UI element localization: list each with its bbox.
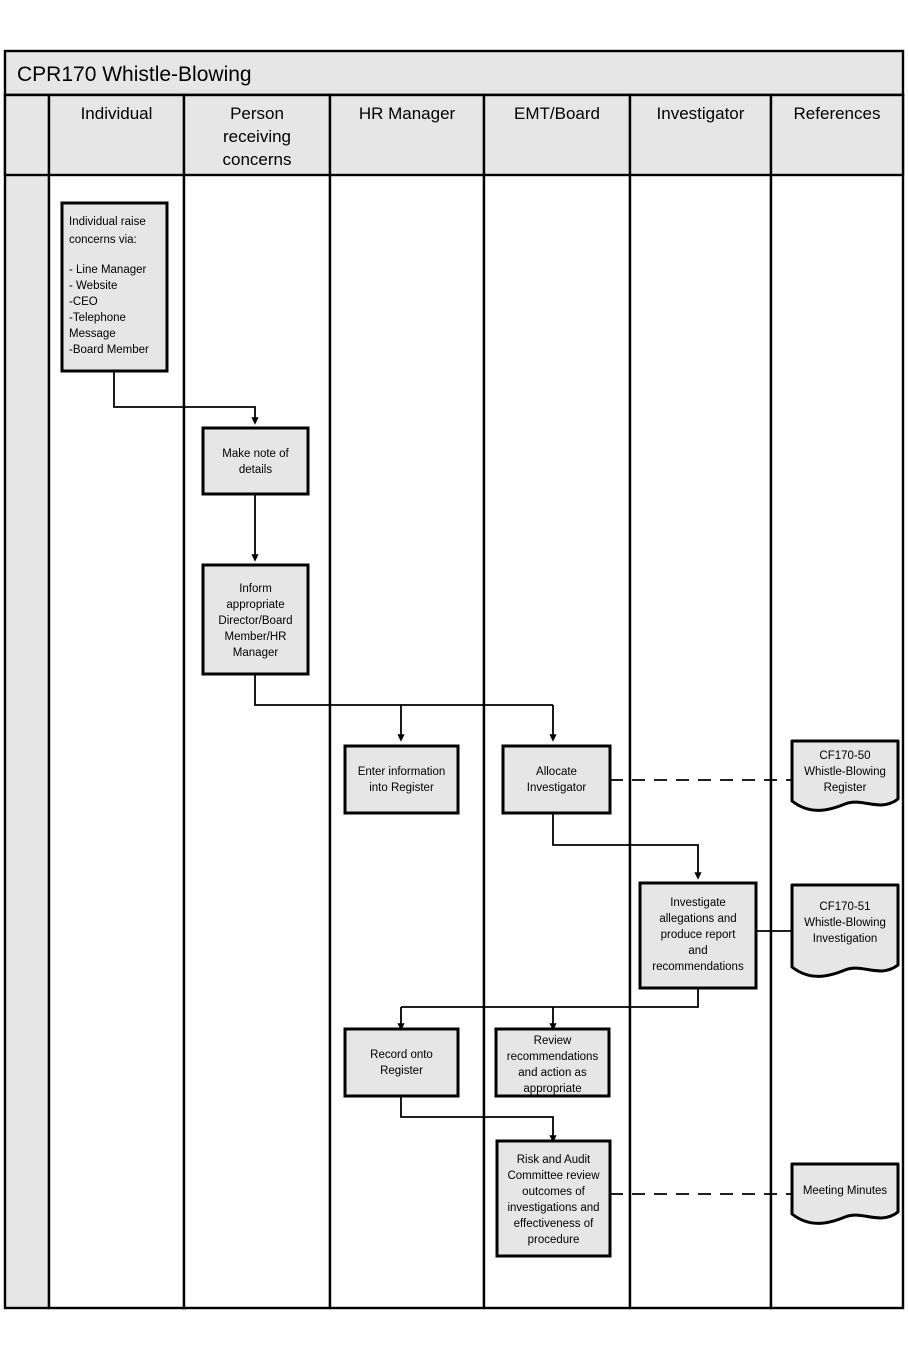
node-review-recommendations-line-4: appropriate xyxy=(523,1083,581,1095)
node-inform-appropriate-line-4: Member/HR xyxy=(225,631,287,643)
node-make-note[interactable]: Make note of details xyxy=(201,426,310,496)
lane-header-label-investigator: Investigator xyxy=(657,104,745,123)
node-review-recommendations[interactable]: Review recommendations and action as app… xyxy=(494,1027,611,1098)
node-risk-audit-review-line-4: investigations and xyxy=(507,1202,599,1214)
node-cf170-51[interactable]: CF170-51 Whistle-Blowing Investigation xyxy=(790,883,900,978)
lane-body-hr-manager xyxy=(328,93,486,1310)
node-inform-appropriate-line-3: Director/Board xyxy=(218,615,292,627)
node-raise-concerns-line-9: -Board Member xyxy=(69,344,149,356)
node-review-recommendations-line-3: and action as xyxy=(518,1067,587,1079)
lane-body-references xyxy=(769,93,905,1310)
node-allocate-investigator-line-1: Allocate xyxy=(536,766,577,778)
node-review-recommendations-line-2: recommendations xyxy=(507,1051,599,1063)
lane-header-person-receiving-concerns xyxy=(182,93,332,177)
node-cf170-51-line-1: CF170-51 xyxy=(819,901,870,913)
node-risk-audit-review[interactable]: Risk and Audit Committee review outcomes… xyxy=(495,1139,612,1258)
node-investigate-allegations[interactable]: Investigate allegations and produce repo… xyxy=(638,881,758,990)
page-title: CPR170 Whistle-Blowing xyxy=(17,63,252,86)
node-risk-audit-review-line-5: effectiveness of xyxy=(514,1218,595,1230)
lane-body-person-receiving-concerns xyxy=(182,93,332,1310)
node-raise-concerns-line-5: - Website xyxy=(69,280,117,292)
lane-header-label-person-receiving-concerns-3: concerns xyxy=(223,150,292,169)
lane-header-label-references: References xyxy=(794,104,881,123)
diagram-title-bar: CPR170 Whistle-Blowing xyxy=(3,49,905,97)
node-investigate-allegations-line-1: Investigate xyxy=(670,897,726,909)
lane-header-emt-board xyxy=(482,93,632,177)
node-raise-concerns-line-4: - Line Manager xyxy=(69,264,147,276)
node-record-onto-register-line-2: Register xyxy=(380,1065,423,1077)
lane-header-individual xyxy=(47,93,186,177)
node-investigate-allegations-line-5: recommendations xyxy=(652,961,744,973)
lane-header-label-individual: Individual xyxy=(81,104,153,123)
node-risk-audit-review-line-3: outcomes of xyxy=(522,1186,585,1198)
node-investigate-allegations-line-2: allegations and xyxy=(659,913,736,925)
node-raise-concerns-line-7: -Telephone xyxy=(69,312,126,324)
node-cf170-50-line-3: Register xyxy=(824,782,867,794)
node-risk-audit-review-line-6: procedure xyxy=(528,1234,580,1246)
connectors xyxy=(113,371,791,1195)
node-inform-appropriate[interactable]: Inform appropriate Director/Board Member… xyxy=(201,563,310,676)
node-enter-information-line-2: into Register xyxy=(369,782,434,794)
document-shape-icon xyxy=(790,739,900,812)
lane-header-gutter xyxy=(3,93,51,177)
connector-investigate-allegations-trunk xyxy=(401,988,699,1008)
node-cf170-50-line-1: CF170-50 xyxy=(819,750,870,762)
node-cf170-51-line-3: Investigation xyxy=(813,933,878,945)
lane-body-gutter xyxy=(3,93,51,1310)
lane-bodies xyxy=(3,93,905,1310)
lane-header-label-person-receiving-concerns-1: Person xyxy=(230,104,284,123)
node-make-note-line-1: Make note of xyxy=(222,448,289,460)
node-allocate-investigator-line-2: Investigator xyxy=(527,782,587,794)
node-cf170-51-line-2: Whistle-Blowing xyxy=(804,917,886,929)
node-meeting-minutes-line-1: Meeting Minutes xyxy=(803,1185,888,1197)
connector-inform-appropriate-trunk xyxy=(254,674,553,706)
node-review-recommendations-line-1: Review xyxy=(534,1035,572,1047)
lane-header-label-emt-board: EMT/Board xyxy=(514,104,600,123)
node-risk-audit-review-line-2: Committee review xyxy=(507,1170,600,1182)
node-make-note-line-2: details xyxy=(239,464,272,476)
node-inform-appropriate-line-2: appropriate xyxy=(226,599,284,611)
node-investigate-allegations-line-4: and xyxy=(688,945,707,957)
lane-header-label-person-receiving-concerns-2: receiving xyxy=(223,127,291,146)
node-raise-concerns[interactable]: Individual raise concerns via: - Line Ma… xyxy=(60,201,169,373)
node-raise-concerns-line-2: concerns via: xyxy=(69,234,137,246)
node-raise-concerns-line-1: Individual raise xyxy=(69,216,146,228)
node-risk-audit-review-line-1: Risk and Audit xyxy=(517,1154,591,1166)
node-inform-appropriate-line-1: Inform xyxy=(239,583,272,595)
node-enter-information-line-1: Enter information xyxy=(358,766,446,778)
node-meeting-minutes[interactable]: Meeting Minutes xyxy=(790,1162,900,1225)
node-investigate-allegations-line-3: produce report xyxy=(661,929,737,941)
node-inform-appropriate-line-5: Manager xyxy=(233,647,279,659)
node-cf170-50[interactable]: CF170-50 Whistle-Blowing Register xyxy=(790,739,900,812)
connector-allocate-investigator-to-investigate-allegations xyxy=(552,813,702,880)
node-raise-concerns-line-6: -CEO xyxy=(69,296,98,308)
document-shape-icon xyxy=(790,1162,900,1225)
lane-header-investigator xyxy=(628,93,773,177)
connector-raise-concerns-to-make-note xyxy=(113,371,259,425)
node-cf170-50-line-2: Whistle-Blowing xyxy=(804,766,886,778)
node-enter-information[interactable]: Enter information into Register xyxy=(343,744,460,815)
lane-header-label-hr-manager: HR Manager xyxy=(359,104,456,123)
connector-record-onto-register-to-risk-audit-review xyxy=(400,1096,557,1143)
lane-header-references xyxy=(769,93,905,177)
node-raise-concerns-line-8: Message xyxy=(69,328,116,340)
lane-headers: Individual Person receiving concerns HR … xyxy=(3,93,905,177)
lane-body-investigator xyxy=(628,93,773,1310)
document-shape-icon xyxy=(790,883,900,978)
node-record-onto-register[interactable]: Record onto Register xyxy=(343,1027,460,1098)
node-allocate-investigator[interactable]: Allocate Investigator xyxy=(501,744,612,815)
node-record-onto-register-line-1: Record onto xyxy=(370,1049,433,1061)
lane-body-emt-board xyxy=(482,93,632,1310)
